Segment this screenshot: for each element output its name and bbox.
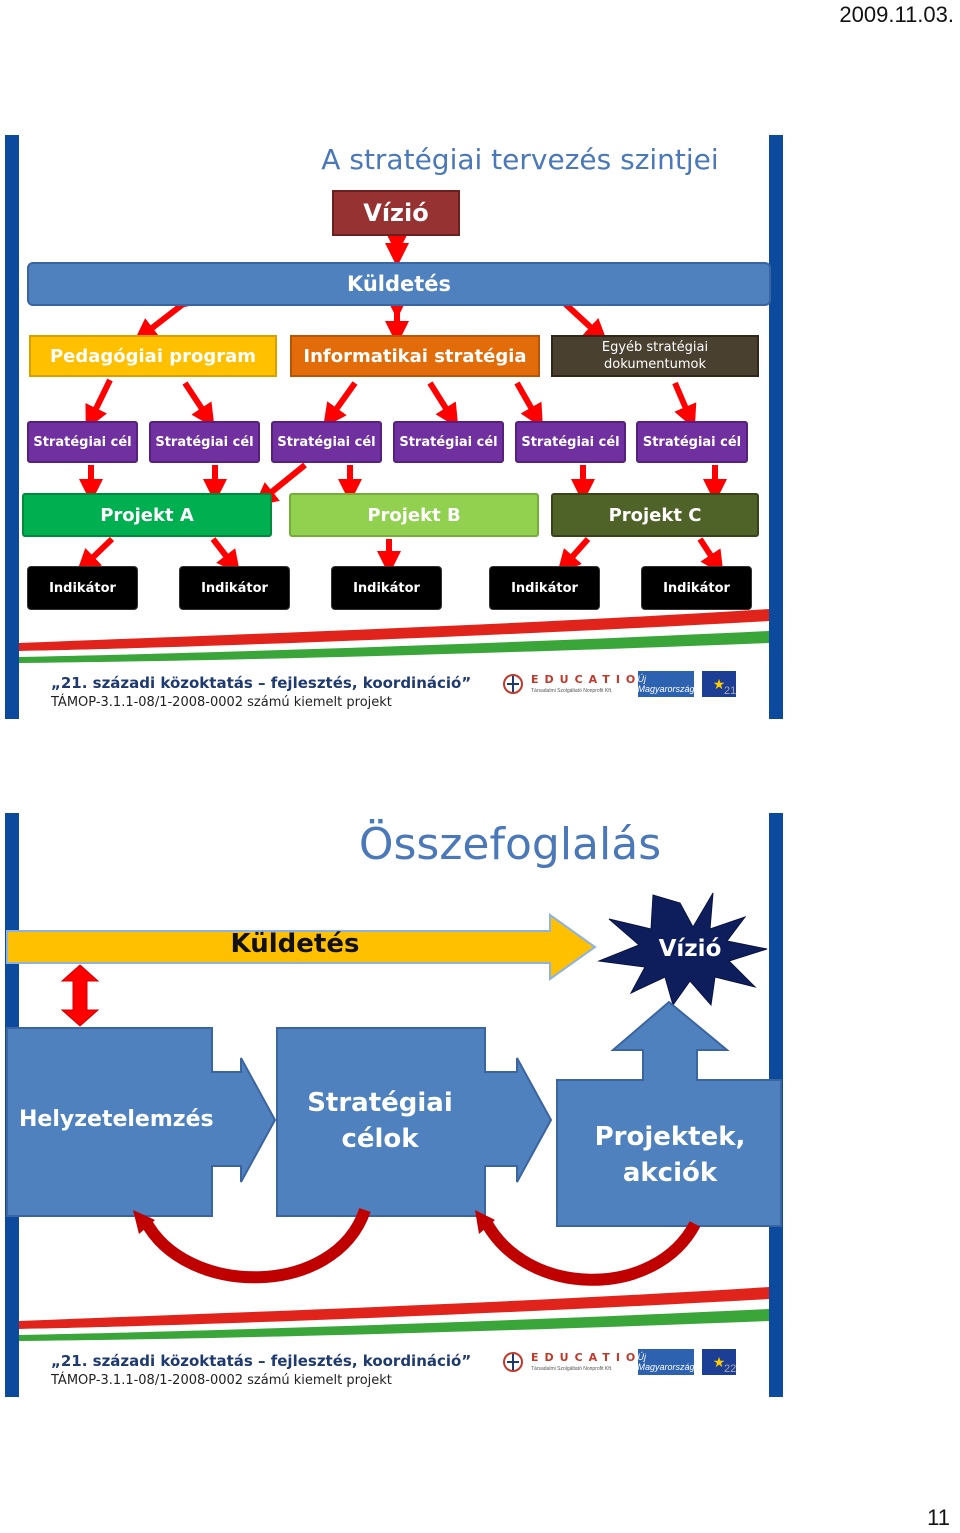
indicator-box: Indikátor <box>641 566 752 610</box>
mission-arrow <box>6 913 597 981</box>
project-b-box: Projekt B <box>289 493 539 537</box>
indicator-box: Indikátor <box>489 566 600 610</box>
vision-box: Vízió <box>332 190 460 236</box>
footer-project-code: TÁMOP-3.1.1-08/1-2008-0002 számú kiemelt… <box>51 1373 392 1388</box>
strategic-goal-box: Stratégiai cél <box>271 421 382 463</box>
strategic-goal-box: Stratégiai cél <box>515 421 626 463</box>
pedagogical-program-box: Pedagógiai program <box>29 335 277 377</box>
strategic-goals-label: Stratégiai célok <box>307 1088 453 1154</box>
slide-right-bar <box>769 135 783 719</box>
slide-number: 22 <box>724 1363 737 1375</box>
footer-project-code: TÁMOP-3.1.1-08/1-2008-0002 számú kiemelt… <box>51 695 392 710</box>
uj-magyarorszag-logo: Új Magyarország <box>637 671 695 697</box>
document-date: 2009.11.03. <box>839 2 954 27</box>
situation-analysis-label: Helyzetelemzés <box>19 1107 214 1132</box>
other-strategic-documents-box: Egyéb stratégiai dokumentumok <box>551 335 759 377</box>
slide-number: 21 <box>724 685 737 697</box>
tricolour-swoosh <box>19 1287 769 1341</box>
mission-bar: Küldetés <box>27 262 771 306</box>
mission-label: Küldetés <box>230 929 360 959</box>
page-number: 11 <box>927 1505 950 1530</box>
strategic-goal-box: Stratégiai cél <box>149 421 260 463</box>
slide-left-bar <box>5 135 19 719</box>
projects-actions-label: Projektek, akciók <box>594 1122 746 1188</box>
educatio-emblem-icon <box>503 1352 523 1372</box>
project-a-box: Projekt A <box>22 493 272 537</box>
educatio-logo-subtitle: Társadalmi Szolgáltató Nonprofit Kft. <box>531 688 613 694</box>
vision-starburst <box>597 892 768 1007</box>
vision-label: Vízió <box>658 936 722 962</box>
educatio-emblem-icon <box>503 674 523 694</box>
connector-arrows <box>76 231 727 576</box>
strategic-goal-box: Stratégiai cél <box>636 421 748 463</box>
footer-project-title: „21. századi közoktatás – fejlesztés, ko… <box>51 674 472 692</box>
it-strategy-box: Informatikai stratégia <box>290 335 540 377</box>
educatio-logo: EDUCATIO <box>531 673 642 686</box>
slide-strategic-levels: A stratégiai tervezés szintjei <box>5 135 783 719</box>
slide-title: A stratégiai tervezés szintjei <box>321 143 719 176</box>
eu-flag-icon: ★ <box>702 1349 736 1375</box>
feedback-double-arrow <box>60 964 100 1027</box>
educatio-logo-subtitle: Társadalmi Szolgáltató Nonprofit Kft. <box>531 1366 613 1372</box>
eu-flag-icon: ★ <box>702 671 736 697</box>
process-blocks <box>6 1000 782 1286</box>
tricolour-swoosh <box>19 609 769 663</box>
indicator-box: Indikátor <box>331 566 442 610</box>
footer-project-title: „21. századi közoktatás – fejlesztés, ko… <box>51 1352 472 1370</box>
project-c-box: Projekt C <box>551 493 759 537</box>
uj-magyarorszag-logo: Új Magyarország <box>637 1349 695 1375</box>
educatio-logo: EDUCATIO <box>531 1351 642 1364</box>
strategic-goal-box: Stratégiai cél <box>393 421 504 463</box>
slide-title: Összefoglalás <box>358 819 662 870</box>
slide-summary: Összefoglalás Küldetés Vízió Helyzetelem… <box>5 813 783 1397</box>
indicator-box: Indikátor <box>179 566 290 610</box>
indicator-box: Indikátor <box>27 566 138 610</box>
strategic-goal-box: Stratégiai cél <box>27 421 138 463</box>
